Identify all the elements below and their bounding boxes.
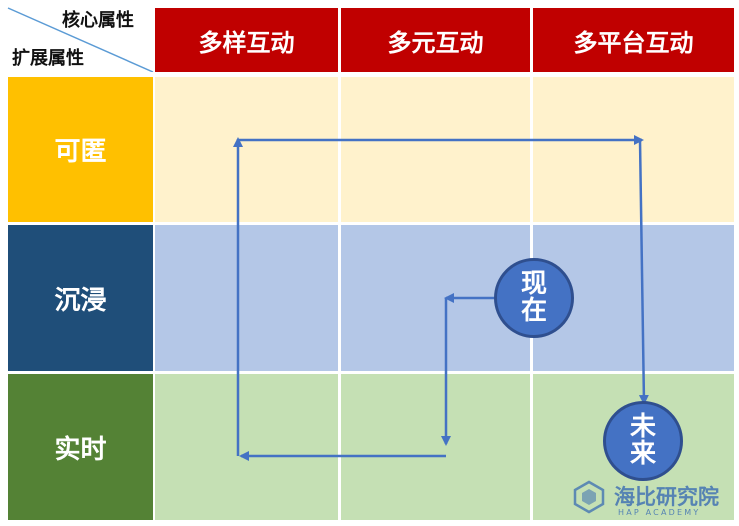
cell-immersive-diverse <box>155 225 338 371</box>
cell-realtime-multi <box>341 374 530 520</box>
row-header-realtime: 实时 <box>8 374 153 520</box>
cell-anonymous-diverse <box>155 77 338 222</box>
now-marker: 现 在 <box>494 258 574 338</box>
row-header-immersive: 沉浸 <box>8 225 153 371</box>
cell-anonymous-multi <box>341 77 530 222</box>
cell-anonymous-multiplatform <box>533 77 734 222</box>
now-marker-char-1: 现 <box>520 268 547 299</box>
column-header-multiplatform-interaction: 多平台互动 <box>533 8 734 72</box>
corner-extended-attribute-label: 扩展属性 <box>12 48 84 69</box>
future-marker: 未 来 <box>603 401 683 481</box>
arrow-segment-6 <box>638 139 649 405</box>
corner-header: 核心属性 扩展属性 <box>0 0 155 72</box>
watermark-name: 海比研究院 <box>614 485 719 509</box>
future-marker-char-2: 来 <box>629 439 656 469</box>
corner-core-attribute-label: 核心属性 <box>62 10 134 31</box>
row-header-anonymous: 可匿 <box>8 77 153 222</box>
corner-diagonal-line <box>7 7 154 72</box>
watermark-subtitle: HAP ACADEMY <box>618 508 701 517</box>
column-header-diverse-interaction: 多样互动 <box>155 8 338 72</box>
now-marker-char-2: 在 <box>520 296 547 326</box>
column-header-multi-interaction: 多元互动 <box>341 8 530 72</box>
hap-logo-icon <box>573 480 605 514</box>
cell-realtime-diverse <box>155 374 338 520</box>
future-marker-char-1: 未 <box>629 411 656 442</box>
